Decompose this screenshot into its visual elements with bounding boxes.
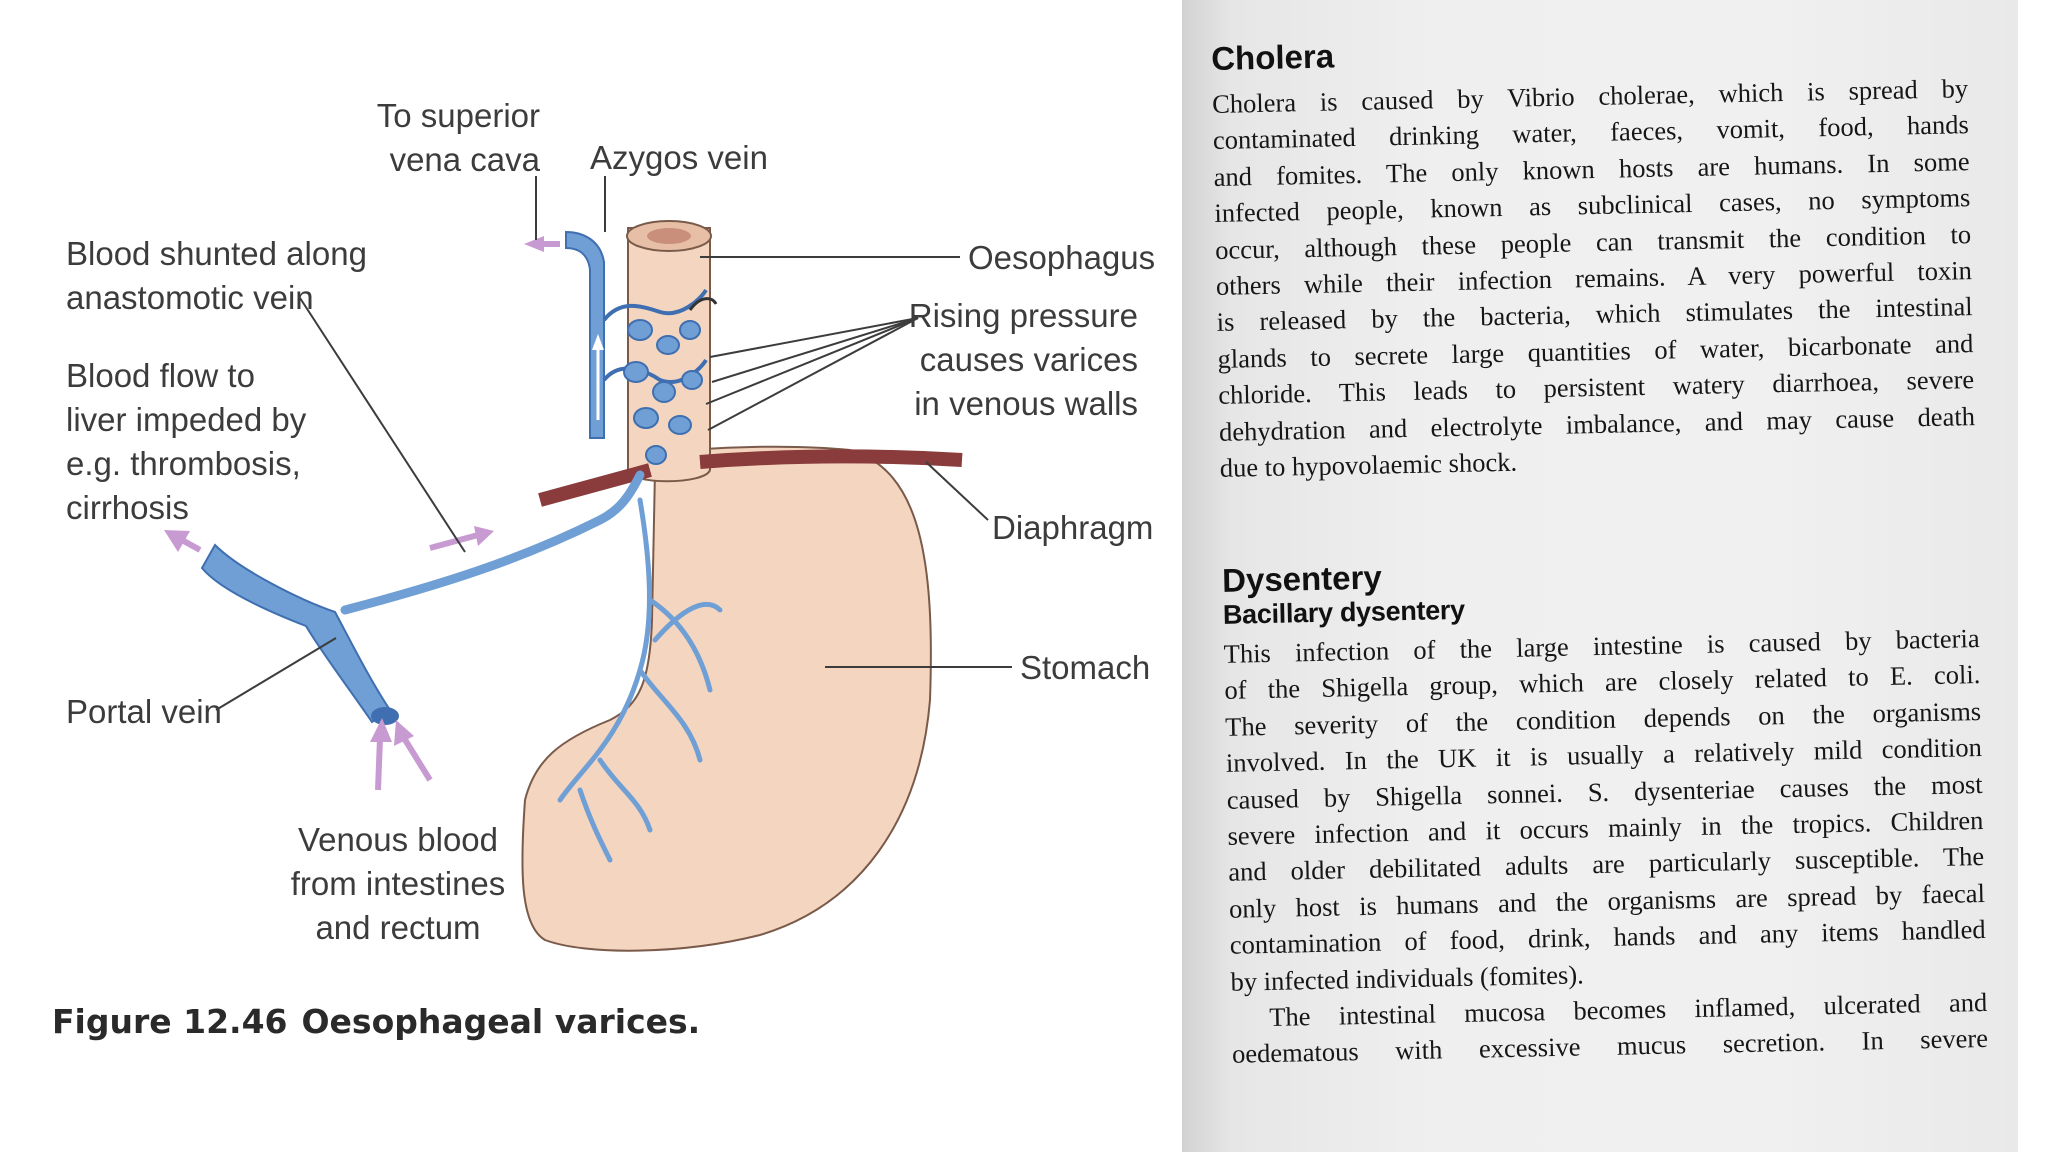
stomach-shape xyxy=(521,445,932,952)
label-diaphragm: Diaphragm xyxy=(992,509,1154,546)
varices-diagram xyxy=(164,176,1012,952)
label-rising-pressure: Rising pressure causes varices in venous… xyxy=(908,297,1138,422)
gastric-veins xyxy=(557,497,723,863)
subheading-bacillary-dysentery: Bacillary dysentery xyxy=(1222,594,1466,630)
heading-dysentery: Dysentery xyxy=(1221,558,1383,599)
label-blood-shunted: Blood shunted along anastomotic vein xyxy=(66,235,367,316)
flow-arrows xyxy=(164,236,560,791)
label-oesophagus: Oesophagus xyxy=(968,239,1156,276)
portal-vein xyxy=(200,543,392,724)
oesophageal-varices-figure: To superior vena cava Azygos vein Oesoph… xyxy=(52,97,1156,1041)
portal-vein-end xyxy=(371,707,399,725)
leader-lines xyxy=(215,176,1012,711)
varices-cluster xyxy=(602,288,718,465)
label-venous-blood: Venous blood from intestines and rectum xyxy=(290,821,506,946)
label-superior-vena-cava: To superior vena cava xyxy=(376,97,540,178)
figure-caption-text: Oesophageal varices. xyxy=(301,1002,701,1041)
oesophagus-lumen xyxy=(647,228,691,244)
label-stomach: Stomach xyxy=(1020,649,1151,686)
paragraph-dysentery: This infection of the large intestine is… xyxy=(1223,620,1988,1073)
figure-caption: Figure 12.46 Oesophageal varices. xyxy=(52,1002,700,1041)
azygos-vein xyxy=(565,230,605,439)
figure-number: Figure 12.46 xyxy=(52,1002,288,1041)
heading-cholera: Cholera xyxy=(1210,37,1335,77)
label-azygos-vein: Azygos vein xyxy=(590,139,768,176)
label-blood-flow-impeded: Blood flow to liver impeded by e.g. thro… xyxy=(66,357,307,526)
diaphragm-band xyxy=(538,449,963,507)
anastomotic-vein xyxy=(340,470,645,615)
azygos-flow-arrowhead xyxy=(592,334,604,350)
label-portal-vein: Portal vein xyxy=(66,693,222,730)
textbook-page-photo: Cholera Cholera is caused by Vibrio chol… xyxy=(1182,0,2018,1152)
paragraph-cholera: Cholera is caused by Vibrio cholerae, wh… xyxy=(1212,70,1976,486)
